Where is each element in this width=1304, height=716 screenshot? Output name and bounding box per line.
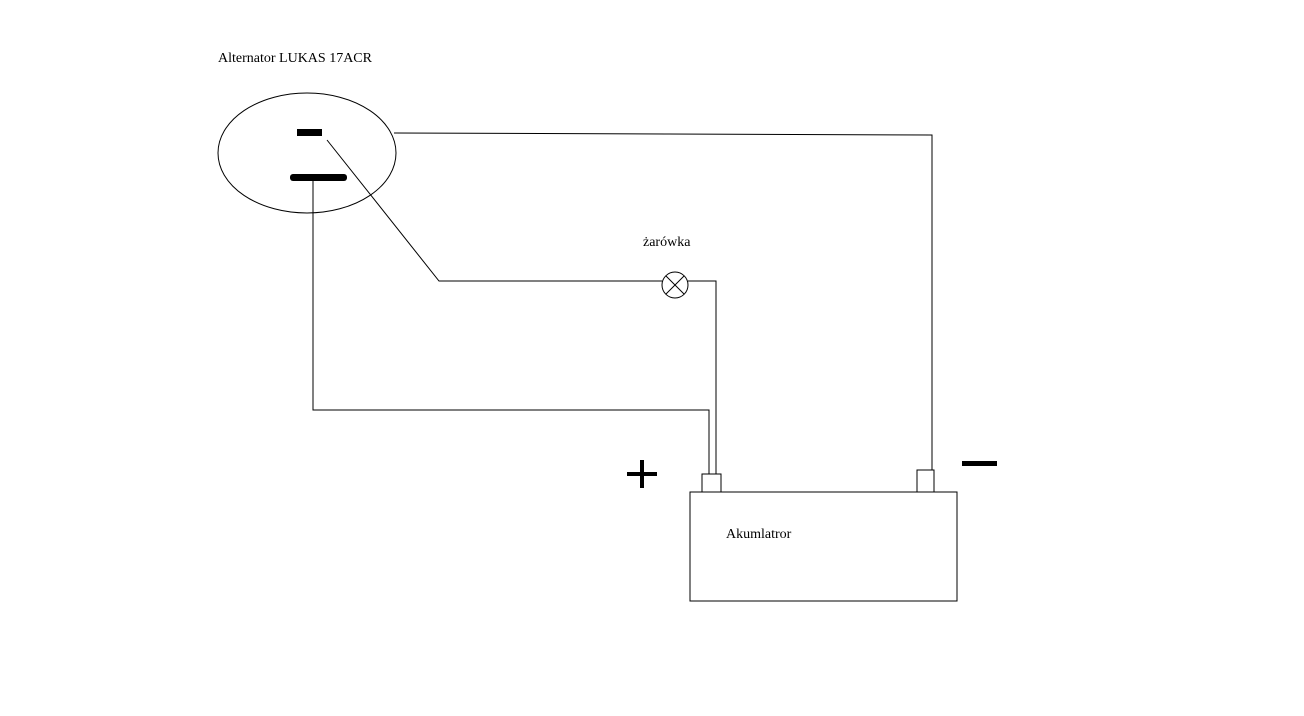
bulb-circle [661, 271, 689, 299]
bulb-label: żarówka [643, 235, 691, 250]
alternator-small-terminal [297, 129, 322, 136]
alternator-label: Alternator LUKAS 17ACR [218, 51, 373, 66]
battery [689, 469, 958, 602]
battery-positive-terminal [701, 473, 722, 493]
wire-alternator-to-negative [393, 132, 933, 470]
battery-body [689, 491, 958, 602]
alternator-body [217, 92, 397, 214]
positive-sign [627, 460, 657, 488]
battery-negative-terminal [916, 469, 935, 493]
bulb-cross-2 [665, 275, 685, 295]
battery-label: Akumlatror [726, 527, 792, 542]
positive-sign-vertical [640, 460, 644, 488]
alternator-large-terminal [290, 174, 347, 181]
negative-sign [962, 461, 997, 466]
alternator [217, 92, 397, 214]
bulb [661, 271, 689, 299]
wire-terminal-to-bulb [326, 139, 662, 282]
wire-bulb-to-positive [688, 280, 717, 474]
wire-alternator-to-positive [312, 181, 710, 474]
